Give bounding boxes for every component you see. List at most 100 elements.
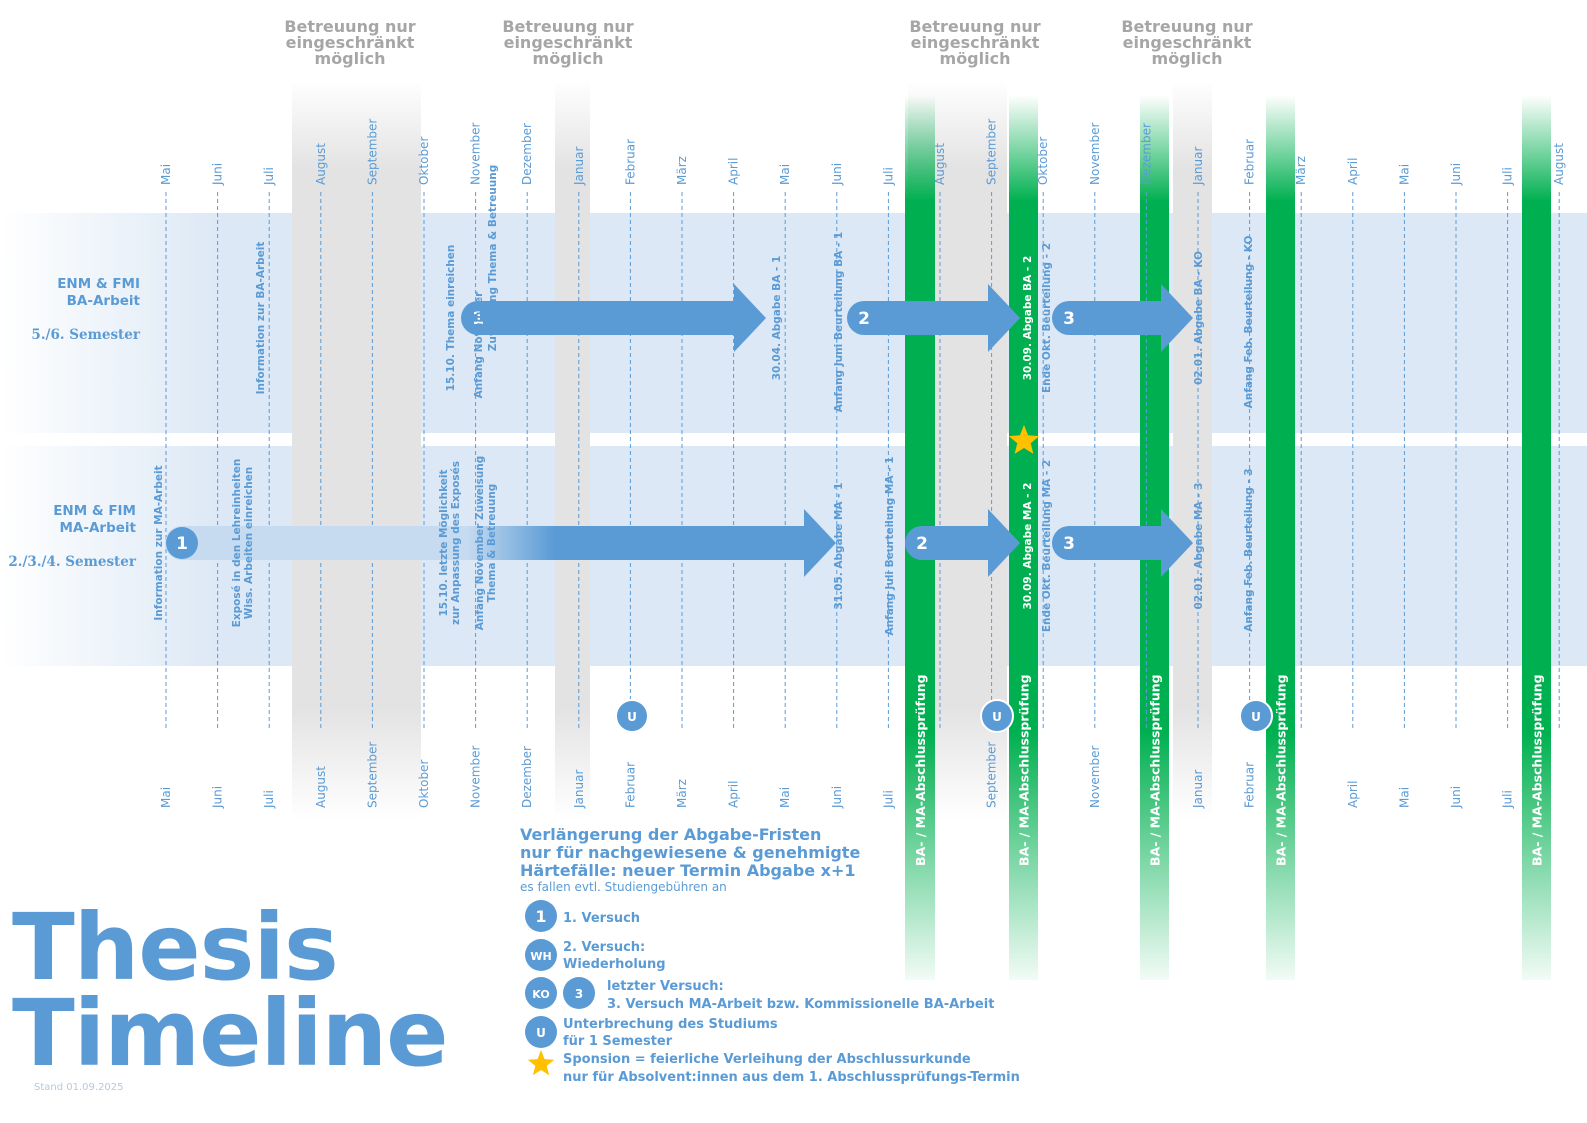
star-icon: [1008, 425, 1040, 454]
ba-event-label: Anfang November: [473, 291, 485, 398]
ma-row-title: ENM & FIM: [53, 503, 136, 519]
extension-line1: Verlängerung der Abgabe-Fristen: [520, 825, 821, 844]
legend-badge-ko: [525, 977, 557, 1009]
month-label-top: Juli: [881, 167, 895, 186]
legend-break-text2: für 1 Semester: [563, 1034, 673, 1049]
month-label-bottom: Juli: [262, 790, 276, 809]
ma-step-badge: [906, 527, 938, 559]
limited-support-label: eingeschränkt: [286, 33, 415, 52]
ba-event-label: 30.09. Abgabe BA - 2: [1022, 256, 1034, 381]
month-label-top: Mai: [778, 164, 792, 185]
month-label-bottom: Juni: [830, 786, 844, 809]
ma-step-badge: [166, 527, 198, 559]
month-label-top: Dezember: [1139, 123, 1153, 185]
limited-support-label: eingeschränkt: [1123, 33, 1252, 52]
ba-step-badge-label: 1: [472, 309, 484, 329]
month-label-top: Januar: [572, 147, 586, 186]
month-label-bottom: April: [1346, 781, 1360, 808]
ba-step-badge-label: 3: [1063, 309, 1075, 329]
ba-arrow-first-attempt: [461, 284, 766, 352]
month-label-bottom: Januar: [1191, 770, 1205, 809]
ba-arrow-second-attempt: [847, 284, 1020, 352]
legend-badge-second-label: WH: [530, 950, 551, 963]
limited-support-label: eingeschränkt: [504, 33, 633, 52]
month-label-bottom: Januar: [572, 770, 586, 809]
ba-step-badge: [848, 302, 880, 334]
month-label-top: Juli: [262, 167, 276, 186]
ma-event-label: Wiss. Arbeiten einreichen: [243, 467, 255, 620]
month-label-bottom: Oktober: [417, 760, 431, 808]
legend-badge-break-label: U: [536, 1026, 546, 1040]
legend-badge-three-label: 3: [575, 987, 583, 1001]
ma-event-label: Anfang Juli Beurteilung MA - 1: [884, 457, 896, 636]
legend-second-text1: 2. Versuch:: [563, 940, 645, 955]
legend-sponsion-text2: nur für Absolvent:innen aus dem 1. Absch…: [563, 1070, 1020, 1085]
month-label-bottom: Juli: [1501, 790, 1515, 809]
month-label-bottom: Juli: [881, 790, 895, 809]
legend-badge-first: [525, 900, 557, 932]
month-label-top: April: [1346, 158, 1360, 185]
legend-badge-second: [525, 939, 557, 971]
month-label-top: September: [365, 119, 379, 185]
ba-step-badge: [1053, 302, 1085, 334]
month-label-bottom: Juni: [1449, 786, 1463, 809]
month-label-top: August: [314, 143, 328, 185]
ma-event-label: 15.10. letzte Möglichkeit: [438, 469, 450, 616]
month-label-bottom: November: [469, 746, 483, 808]
month-label-bottom: August: [314, 766, 328, 808]
limited-support-label: möglich: [940, 49, 1011, 68]
ba-event-label: Anfang Feb. Beurteilung - KO: [1243, 236, 1255, 409]
limited-support-label: möglich: [533, 49, 604, 68]
month-label-bottom: Juni: [211, 786, 225, 809]
legend-last-text1: letzter Versuch:: [607, 979, 724, 994]
month-label-bottom: September: [985, 742, 999, 808]
legend-badge-break: [525, 1016, 557, 1048]
ma-arrow-first-attempt: [165, 509, 836, 577]
month-label-top: Juni: [211, 163, 225, 186]
extension-line3: Härtefälle: neuer Termin Abgabe x+1: [520, 861, 856, 880]
extension-note: es fallen evtl. Studiengebühren an: [520, 880, 727, 894]
interruption-badge: [980, 699, 1014, 733]
month-label-bottom: Mai: [159, 787, 173, 808]
interruption-badge: [1239, 699, 1273, 733]
ma-event-label: Ende Okt. Beurteilung MA - 2: [1041, 460, 1053, 632]
ma-event-label: 02.01. Abgabe MA - 3: [1193, 483, 1205, 610]
ma-row-subtitle: MA-Arbeit: [60, 520, 137, 536]
limited-support-label: Betreuung nur: [502, 17, 633, 36]
limited-support-column: [1173, 80, 1212, 820]
month-label-top: Mai: [159, 164, 173, 185]
month-label-top: Februar: [623, 139, 637, 185]
ma-event-label: Anfang November Zuweisung: [474, 456, 486, 631]
limited-support-label: eingeschränkt: [911, 33, 1040, 52]
limited-support-label: möglich: [1152, 49, 1223, 68]
ba-arrow-third-attempt: [1052, 284, 1193, 352]
month-label-bottom: November: [1088, 746, 1102, 808]
ma-event-label: zur Anpassung des Exposés: [450, 461, 462, 625]
exam-period-label: BA- / MA-Abschlussprüfung: [913, 674, 928, 866]
ma-event-label: Thema & Betreuung: [486, 484, 498, 603]
exam-period-label: BA- / MA-Abschlussprüfung: [1148, 674, 1163, 866]
interruption-badge-label: U: [1251, 710, 1261, 724]
ma-step-badge-label: 1: [176, 534, 188, 554]
ba-event-label: 02.01. Abgabe BA - KO: [1193, 251, 1205, 385]
legend-second-text2: Wiederholung: [563, 957, 666, 972]
legend-first-text: 1. Versuch: [563, 911, 640, 926]
ba-event-label: Information zur BA-Arbeit: [255, 242, 267, 395]
ma-event-label: Information zur MA-Arbeit: [153, 465, 165, 620]
page-title: Thesis Timeline: [12, 902, 449, 1080]
exam-period-column: [1522, 95, 1551, 980]
limited-support-label: möglich: [315, 49, 386, 68]
extension-line2: nur für nachgewiesene & genehmigte: [520, 843, 860, 862]
month-label-bottom: April: [727, 781, 741, 808]
month-label-bottom: Februar: [1243, 762, 1257, 808]
legend-badge-three: [563, 977, 595, 1009]
limited-support-label: Betreuung nur: [284, 17, 415, 36]
month-label-top: März: [675, 156, 689, 185]
legend: 1 1. Versuch WH 2. Versuch: Wiederholung…: [525, 900, 1020, 1085]
interruption-badge-label: U: [627, 710, 637, 724]
month-label-top: August: [933, 143, 947, 185]
ba-event-label: Ende Okt. Beurteilung - 2: [1041, 243, 1053, 393]
legend-badge-first-label: 1: [535, 907, 546, 926]
month-label-top: Juni: [1449, 163, 1463, 186]
